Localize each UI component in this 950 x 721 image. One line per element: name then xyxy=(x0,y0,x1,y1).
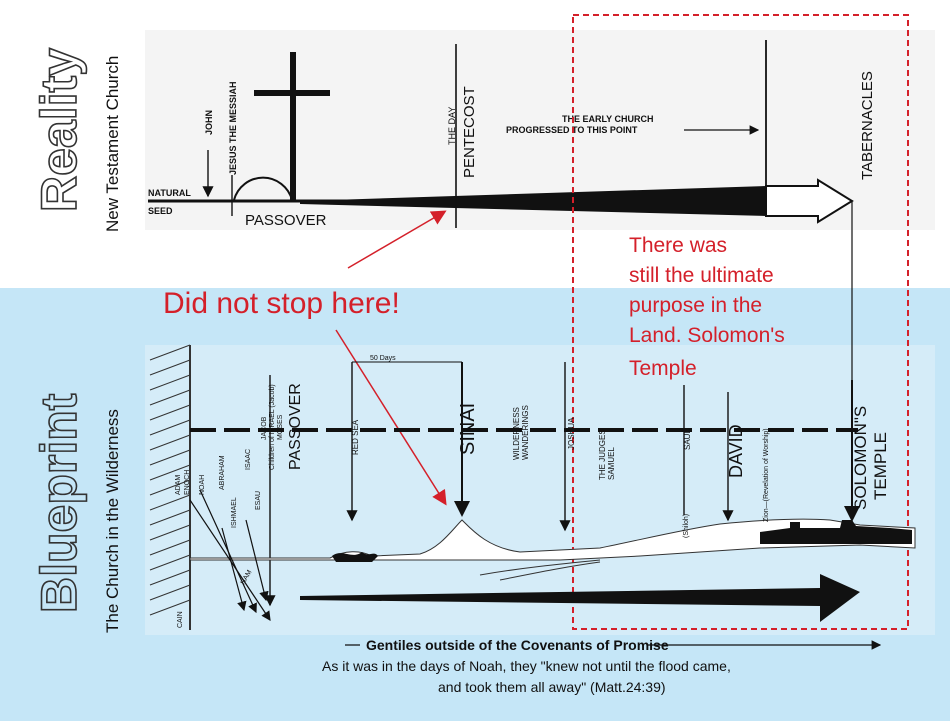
natural-label: NATURAL xyxy=(148,188,191,198)
noah-quote-line-2: and took them all away" (Matt.24:39) xyxy=(438,679,666,695)
blueprint-heading: Blueprint xyxy=(31,393,87,613)
pentecost-label: PENTECOST xyxy=(461,86,478,178)
isaac-label: ISAAC xyxy=(245,449,252,470)
wilderness-line-1: WILDERNESS xyxy=(512,407,521,460)
red-arrow-to-pentecost xyxy=(347,210,447,269)
israel-line-1: Children of ISRAEL (Jacob) xyxy=(269,384,276,470)
esau-label: ESAU xyxy=(255,491,262,510)
red-sea-icon xyxy=(332,552,378,562)
hatched-wall xyxy=(149,344,191,630)
judges-line-2: SAMUEL xyxy=(607,447,616,480)
adam-line-1: ADAM xyxy=(175,475,182,495)
ultimate-purpose-line-5: Temple xyxy=(629,357,697,380)
blueprint-progress-arrow xyxy=(300,574,860,622)
sinai-label: SINAI xyxy=(457,403,479,455)
wilderness-path xyxy=(479,559,601,581)
tabernacles-label: TABERNACLES xyxy=(859,71,876,180)
early-church-line-2: PROGRESSED TO THIS POINT xyxy=(506,125,638,135)
temple-city-icon xyxy=(760,520,912,544)
ultimate-purpose-line-2: still the ultimate xyxy=(629,264,774,287)
blueprint-passover-label: PASSOVER xyxy=(287,383,304,470)
ishmael-label: ISHMAEL xyxy=(231,497,238,528)
ultimate-purpose-line-3: purpose in the xyxy=(629,294,762,317)
gentiles-label: Gentiles outside of the Covenants of Pro… xyxy=(366,637,669,653)
early-church-line-1: THE EARLY CHURCH xyxy=(562,114,654,124)
shiloh-label: (Shiloh) xyxy=(683,514,690,538)
red-arrow-to-sinai xyxy=(335,329,447,506)
blueprint-scan-panel xyxy=(145,345,935,635)
ultimate-purpose-line-4: Land. Solomon's xyxy=(629,324,785,347)
joshua-label: JOSHUA xyxy=(567,417,576,450)
judges-line-1: THE JUDGES xyxy=(598,429,607,480)
zion-label: Zion—(Revelation of Worship) xyxy=(763,428,770,522)
jacob-label: JACOB xyxy=(261,416,268,440)
adam-line-2: ENOCH xyxy=(184,470,191,495)
gentiles-label-bg xyxy=(360,635,648,655)
reality-passover-label: PASSOVER xyxy=(245,212,327,229)
cross-icon xyxy=(290,52,296,200)
church-progress-wedge xyxy=(300,186,766,216)
seed-arc xyxy=(233,176,293,201)
abraham-label: ABRAHAM xyxy=(219,455,226,490)
blueprint-event-markers xyxy=(264,362,860,607)
john-label: JOHN xyxy=(204,110,214,135)
reality-subheading: New Testament Church xyxy=(103,56,122,232)
wilderness-line-2: WANDERINGS xyxy=(521,405,530,460)
progress-arrow-outline xyxy=(765,178,854,224)
fifty-days-label: 50 Days xyxy=(370,355,396,362)
reality-heading: Reality xyxy=(31,48,87,212)
cross-beam xyxy=(254,90,330,96)
red-sea-label: RED SEA xyxy=(351,419,360,455)
ultimate-purpose-dashed-box xyxy=(572,14,909,630)
saul-label: SAUL xyxy=(683,429,692,450)
blueprint-subheading: The Church in the Wilderness xyxy=(103,409,122,633)
noah-label: NOAH xyxy=(199,475,206,495)
ultimate-purpose-line-1: There was xyxy=(629,234,727,257)
israel-line-2: MOSES xyxy=(277,414,284,440)
solomon-line-2: TEMPLE xyxy=(871,432,890,500)
did-not-stop-label: Did not stop here! xyxy=(163,287,400,320)
noah-quote-line-1: As it was in the days of Noah, they "kne… xyxy=(322,658,731,674)
terrain-landscape xyxy=(189,518,916,561)
patriarch-arrows xyxy=(189,489,271,621)
cain-label: CAIN xyxy=(177,611,184,628)
seed-label: SEED xyxy=(148,206,173,216)
the-day-label: THE DAY xyxy=(447,107,457,145)
ultimate-purpose-note: There was still the ultimate purpose in … xyxy=(629,234,785,380)
jesus-label: JESUS THE MESSIAH xyxy=(228,81,238,175)
david-label: DAVID xyxy=(726,424,746,478)
solomon-line-1: SOLOMON"S xyxy=(851,406,870,510)
